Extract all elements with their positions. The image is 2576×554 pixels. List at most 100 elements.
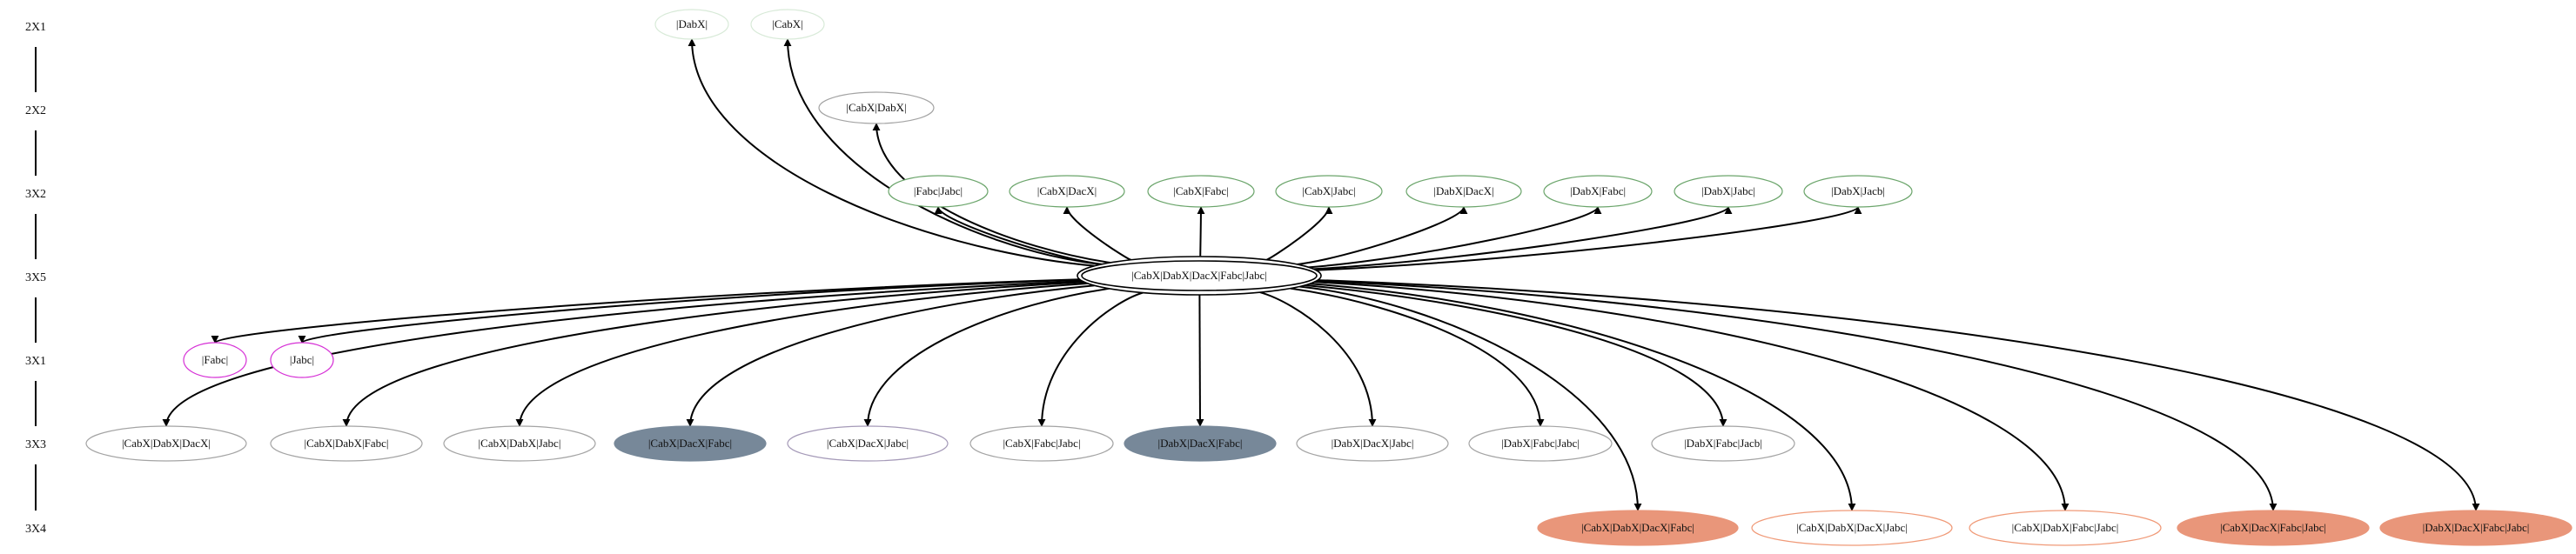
edge-arrow — [1313, 206, 1733, 270]
node-dabx[interactable]: |DabX| — [654, 9, 729, 40]
node-label: |DabX|Jabc| — [1701, 184, 1755, 197]
node-cabx-dacx-fabc-jabc[interactable]: |CabX|DacX|Fabc|Jabc| — [2177, 510, 2370, 546]
node-ellipse — [888, 175, 989, 208]
node-label: |CabX|DabX|DacX|Fabc| — [1581, 521, 1694, 534]
node-dabx-jacb[interactable]: |DabX|Jacb| — [1803, 175, 1913, 208]
node-ellipse — [270, 425, 423, 462]
node-label: |CabX|DabX|Jabc| — [479, 437, 561, 450]
rank-label: 3X3 — [25, 438, 46, 451]
edge-arrow — [162, 280, 1083, 427]
node-cabx-fabc-jabc[interactable]: |CabX|Fabc|Jabc| — [969, 425, 1114, 462]
edge-arrow — [1308, 206, 1602, 269]
node-cabx-dabx-fabc[interactable]: |CabX|DabX|Fabc| — [270, 425, 423, 462]
edge-arrow — [1297, 206, 1468, 265]
edge-arrow — [211, 278, 1080, 344]
node-cabx-dabx-fabc-jabc[interactable]: |CabX|DabX|Fabc|Jabc| — [1969, 510, 2162, 546]
node-ellipse — [654, 9, 729, 40]
node-label: |DabX|Fabc|Jacb| — [1684, 437, 1762, 450]
node-label: |Fabc|Jabc| — [914, 184, 963, 197]
node-label: |CabX|Jabc| — [1302, 184, 1355, 197]
edge-arrow — [688, 38, 1095, 267]
node-label: |Fabc| — [202, 353, 228, 366]
node-label: |CabX|DabX|DacX| — [122, 437, 211, 450]
node-dabx-dacx-jabc[interactable]: |DabX|DacX|Jabc| — [1296, 425, 1449, 462]
edge-arrow — [1318, 279, 2480, 511]
node-ellipse — [183, 342, 247, 378]
node-ellipse — [1969, 510, 2162, 546]
node-cabx-dabx-dacx[interactable]: |CabX|DabX|DacX| — [85, 425, 247, 462]
node-label: |CabX|DacX|Fabc|Jabc| — [2220, 521, 2326, 534]
node-dabx-fabc[interactable]: |DabX|Fabc| — [1543, 175, 1653, 208]
node-label: |CabX|Fabc| — [1173, 184, 1228, 197]
node-label: |Jabc| — [290, 353, 314, 366]
node-label: |DabX| — [676, 17, 708, 30]
node-label: |DabX|Fabc| — [1570, 184, 1626, 197]
node-cabx-dacx-fabc[interactable]: |CabX|DacX|Fabc| — [614, 425, 767, 462]
edge-arrow — [342, 281, 1085, 427]
edge-arrow — [872, 123, 1110, 264]
node-ellipse — [1651, 425, 1795, 462]
node-dabx-fabc-jabc[interactable]: |DabX|Fabc|Jabc| — [1468, 425, 1613, 462]
node-cabx-dabx-dacx-jabc[interactable]: |CabX|DabX|DacX|Jabc| — [1751, 510, 1953, 546]
node-label: |DabX|DacX| — [1433, 184, 1493, 197]
edge-arrow — [1299, 285, 1642, 511]
edge-arrow — [1266, 206, 1333, 261]
node-label: |CabX|Fabc|Jabc| — [1003, 437, 1080, 450]
rank-label: 3X5 — [25, 271, 46, 284]
node-cabx-dabx-dacx-fabc[interactable]: |CabX|DabX|DacX|Fabc| — [1537, 510, 1739, 546]
node-dabx-dacx-fabc[interactable]: |DabX|DacX|Fabc| — [1124, 425, 1277, 462]
rank-label: 3X4 — [25, 523, 46, 536]
node-dabx-jabc[interactable]: |DabX|Jabc| — [1674, 175, 1783, 208]
node-ellipse — [1674, 175, 1783, 208]
edge-arrow — [1290, 287, 1545, 427]
edge-arrow — [1309, 283, 1856, 511]
edge-arrow — [1196, 294, 1204, 427]
edge-arrow — [934, 206, 1103, 265]
node-label: |CabX|DacX|Jabc| — [827, 437, 909, 450]
edge-arrow — [1037, 291, 1144, 427]
node-label: |DabX|DacX|Fabc| — [1157, 437, 1242, 450]
node-ellipse — [1468, 425, 1613, 462]
edge-arrow — [783, 38, 1102, 265]
edge-arrow — [1063, 206, 1131, 261]
node-ellipse — [270, 342, 334, 378]
node-ellipse — [1543, 175, 1653, 208]
node-ellipse — [818, 91, 935, 124]
node-cabx-dabx[interactable]: |CabX|DabX| — [818, 91, 935, 124]
node-dabx-fabc-jacb[interactable]: |DabX|Fabc|Jacb| — [1651, 425, 1795, 462]
rank-label: 3X2 — [25, 188, 46, 201]
edge-arrow — [863, 287, 1110, 427]
node-label: |CabX|DacX|Fabc| — [648, 437, 732, 450]
node-label: |CabX|DabX|Fabc| — [304, 437, 388, 450]
edge-arrow — [1305, 284, 1727, 427]
node-label: |CabX|DabX|DacX|Jabc| — [1796, 521, 1908, 534]
node-jabc[interactable]: |Jabc| — [270, 342, 334, 378]
node-cabx-dabx-jabc[interactable]: |CabX|DabX|Jabc| — [443, 425, 596, 462]
node-label: |DabX|Jacb| — [1831, 184, 1885, 197]
node-fabc[interactable]: |Fabc| — [183, 342, 247, 378]
node-cabx-dacx[interactable]: |CabX|DacX| — [1009, 175, 1125, 208]
node-label: |CabX| — [772, 17, 803, 30]
node-ellipse — [1296, 425, 1449, 462]
node-fabc-jabc[interactable]: |Fabc|Jabc| — [888, 175, 989, 208]
node-cabx-jabc[interactable]: |CabX|Jabc| — [1275, 175, 1383, 208]
edge-layer — [162, 38, 2480, 511]
edge-arrow — [1197, 206, 1205, 258]
node-cabx-dacx-jabc[interactable]: |CabX|DacX|Jabc| — [787, 425, 949, 462]
node-label: |DabX|DacX|Fabc|Jabc| — [2423, 521, 2530, 534]
edge-arrow — [298, 278, 1081, 344]
node-ellipse — [2177, 510, 2370, 546]
node-ellipse — [750, 9, 825, 40]
node-center[interactable]: |CabX|DabX|DacX|Fabc|Jabc| — [1077, 256, 1322, 296]
node-label: |DabX|Fabc|Jabc| — [1501, 437, 1580, 450]
node-cabx[interactable]: |CabX| — [750, 9, 825, 40]
node-ellipse — [787, 425, 949, 462]
node-dabx-dacx[interactable]: |DabX|DacX| — [1405, 175, 1522, 208]
node-layer: |DabX| |CabX| |CabX|DabX| |Fabc|Jabc| |CabX|… — [85, 9, 2573, 546]
node-label: |CabX|DabX|DacX|Fabc|Jabc| — [1131, 269, 1267, 282]
node-dabx-dacx-fabc-jabc[interactable]: |DabX|DacX|Fabc|Jabc| — [2379, 510, 2573, 546]
node-ellipse — [614, 425, 767, 462]
node-cabx-fabc[interactable]: |CabX|Fabc| — [1147, 175, 1255, 208]
node-ellipse — [443, 425, 596, 462]
